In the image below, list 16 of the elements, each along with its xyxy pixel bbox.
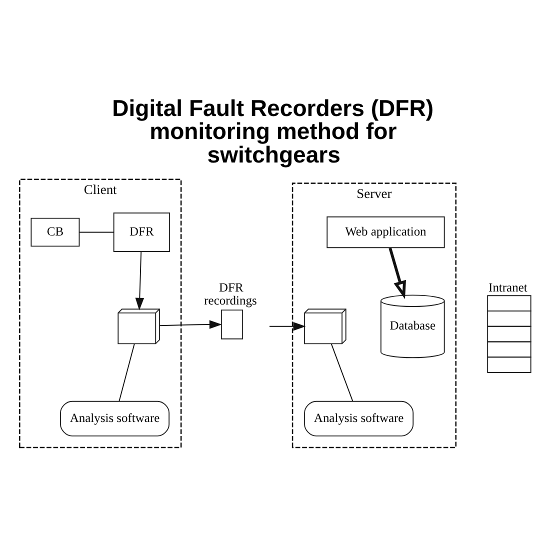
node-label: Intranet [488,280,528,294]
connector [79,232,114,233]
arrow [159,320,222,329]
node-box: DFR [113,212,170,252]
connector [330,343,354,402]
node-box: Analysis software [60,400,170,436]
node-box: Analysis software [304,400,414,436]
node-box: Web application [326,216,445,248]
node-document [220,310,244,340]
diagram-title: Digital Fault Recorders (DFR) monitoring method for switchgears [112,95,434,168]
node-box: CB [30,218,80,247]
connector [118,343,135,402]
arrow [135,251,144,310]
node-label: DFR recordings [204,280,257,308]
arrow [388,248,406,300]
arrow [269,322,306,331]
